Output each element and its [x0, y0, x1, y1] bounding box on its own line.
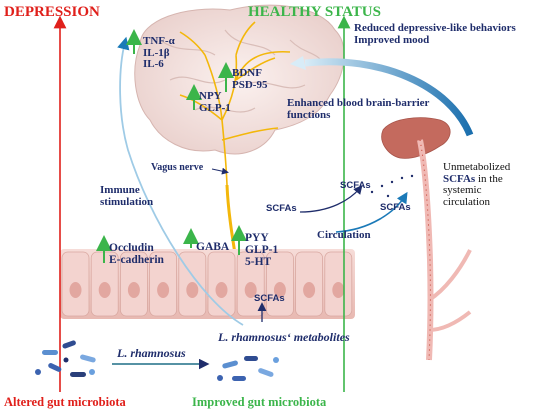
gut-cell-nucleus [186, 282, 199, 298]
hormone-5ht: 5-HT [245, 256, 272, 269]
cytokine-tnf: TNF-α [143, 35, 175, 47]
improved-microbiota-illustration [217, 356, 279, 381]
probiotic-label: L. rhamnosus [117, 346, 186, 360]
liver-illustration [381, 117, 472, 361]
brain-illustration [134, 4, 345, 186]
altered-microbiota-illustration [35, 340, 96, 377]
scfa-dots [370, 174, 414, 198]
vagus-nerve-label: Vagus nerve [151, 162, 204, 173]
altered-microbiota-label: Altered gut microbiota [4, 395, 126, 409]
unmetab-line3: systemic [443, 184, 482, 197]
unmetab-line1: Unmetabolized [443, 161, 511, 173]
scfa-liver-label-2: SCFAs [380, 202, 411, 213]
immune-line2: stimulation [100, 195, 154, 208]
systemic-to-brain-arrow [304, 58, 474, 137]
metabolites-label: L. rhamnosus‘ metabolites [218, 330, 350, 344]
scfa-blood-label: SCFAs [266, 203, 297, 214]
brain-hormones: NPY GLP-1 [199, 90, 231, 114]
protein-occludin: Occludin [109, 242, 154, 254]
circulation-label: Circulation [317, 229, 371, 241]
cytokine-il1b: IL-1β [143, 46, 170, 59]
gut-cell-nucleus [127, 282, 140, 298]
gut-cell-nucleus [303, 282, 316, 298]
immune-stimulation-label: Immune stimulation [100, 184, 154, 208]
circulation-arrow [335, 191, 408, 233]
hormone-npy: NPY [199, 90, 222, 102]
neurotrophic-factors: BDNF PSD-95 [232, 67, 268, 91]
gut-epithelium [60, 249, 355, 319]
scfa-gut-label: SCFAs [254, 293, 285, 304]
gut-cell-nucleus [69, 282, 82, 298]
gaba-label: GABA [196, 241, 230, 253]
depression-title: DEPRESSION [4, 4, 100, 20]
factor-psd95: PSD-95 [232, 78, 268, 91]
bbb-label: Enhanced blood brain-barrier functions [287, 97, 430, 121]
gut-cell-nucleus [157, 282, 170, 298]
systemic-to-brain-arrowhead [290, 56, 306, 70]
factor-bdnf: BDNF [232, 67, 262, 79]
bbb-line1: Enhanced blood brain-barrier [287, 97, 430, 109]
unmetab-line4: circulation [443, 195, 491, 208]
hormone-pyy: PYY [245, 232, 269, 244]
outcome-behaviors: Reduced depressive-like behaviors [354, 22, 516, 34]
hormone-glp1-brain: GLP-1 [199, 101, 231, 114]
gut-cell-nucleus [215, 282, 228, 298]
tight-junction-proteins: Occludin E-cadherin [109, 242, 164, 266]
unmetab-line2-rest: in the [475, 172, 503, 185]
gut-hormones: PYY GLP-1 5-HT [245, 232, 278, 268]
unmetab-scfa-bold: SCFAs [443, 172, 476, 185]
cytokine-list: TNF-α IL-1β IL-6 [143, 35, 175, 71]
bbb-line2: functions [287, 108, 331, 121]
immune-line1: Immune [100, 184, 140, 196]
cytokine-il6: IL-6 [143, 58, 164, 71]
unmetabolized-scfa-note: Unmetabolized SCFAs in the systemic circ… [443, 161, 511, 208]
behavior-outcomes: Reduced depressive-like behaviors Improv… [354, 22, 516, 46]
hormone-glp1-gut: GLP-1 [245, 244, 279, 257]
gut-cell-nucleus [98, 282, 111, 298]
vagus-nerve-pointer [211, 167, 229, 175]
healthy-status-title: HEALTHY STATUS [248, 4, 381, 20]
gut-cell-nucleus [332, 282, 345, 298]
scfa-liver-label-1: SCFAs [340, 180, 371, 191]
green-up-arrows [96, 29, 247, 263]
improved-microbiota-label: Improved gut microbiota [192, 395, 327, 409]
gut-cell-nucleus [273, 282, 286, 298]
scfa-circulation-arrow [299, 185, 363, 213]
outcome-mood: Improved mood [354, 33, 430, 46]
immune-pathway-arrow [117, 36, 244, 326]
protein-ecadherin: E-cadherin [109, 254, 164, 267]
gut-cell-nucleus [244, 282, 257, 298]
